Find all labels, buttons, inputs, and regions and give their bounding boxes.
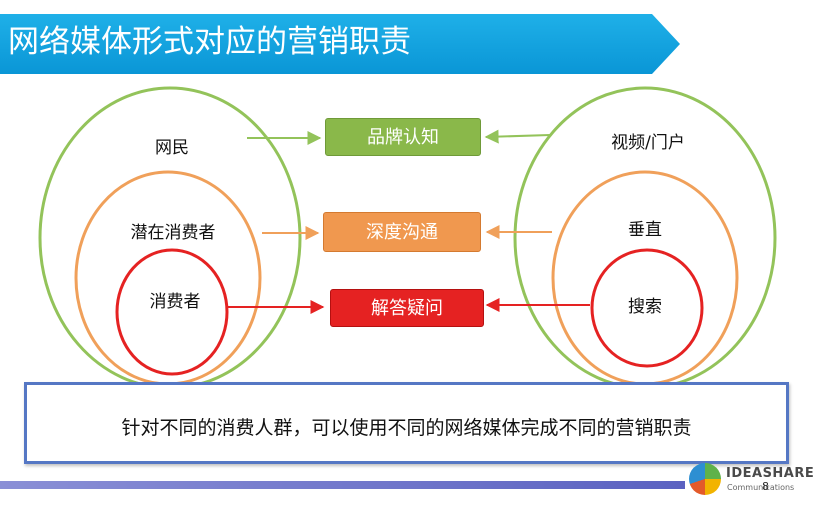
brand-awareness-box: 品牌认知 (325, 118, 481, 156)
deep-communication-box: 深度沟通 (323, 212, 481, 252)
right-middle-circle (551, 170, 739, 386)
summary-note-text: 针对不同的消费人群，可以使用不同的网络媒体完成不同的营销职责 (121, 417, 692, 439)
logo-name: IDEASHARE (726, 466, 815, 481)
title-band (0, 14, 680, 74)
arrow-right-brand (484, 129, 551, 144)
footer-bar (0, 481, 685, 489)
right-inner-label: 搜索 (628, 297, 662, 317)
left-middle-circle (74, 170, 262, 386)
page-number: 8 (762, 480, 769, 493)
left-middle-label: 潜在消费者 (130, 223, 216, 243)
ideashare-logo-icon (689, 463, 721, 495)
answer-questions-box: 解答疑问 (330, 289, 484, 327)
left-inner-circle (115, 248, 229, 376)
left-outer-label: 网民 (155, 138, 189, 158)
right-middle-label: 垂直 (628, 220, 662, 240)
summary-note-box: 针对不同的消费人群，可以使用不同的网络媒体完成不同的营销职责 (24, 382, 789, 464)
right-outer-label: 视频/门户 (611, 133, 685, 153)
slide-title: 网络媒体形式对应的营销职责 (8, 24, 411, 60)
logo-tagline: Communications (727, 483, 795, 492)
right-inner-circle (590, 248, 704, 368)
left-inner-label: 消费者 (149, 292, 201, 312)
